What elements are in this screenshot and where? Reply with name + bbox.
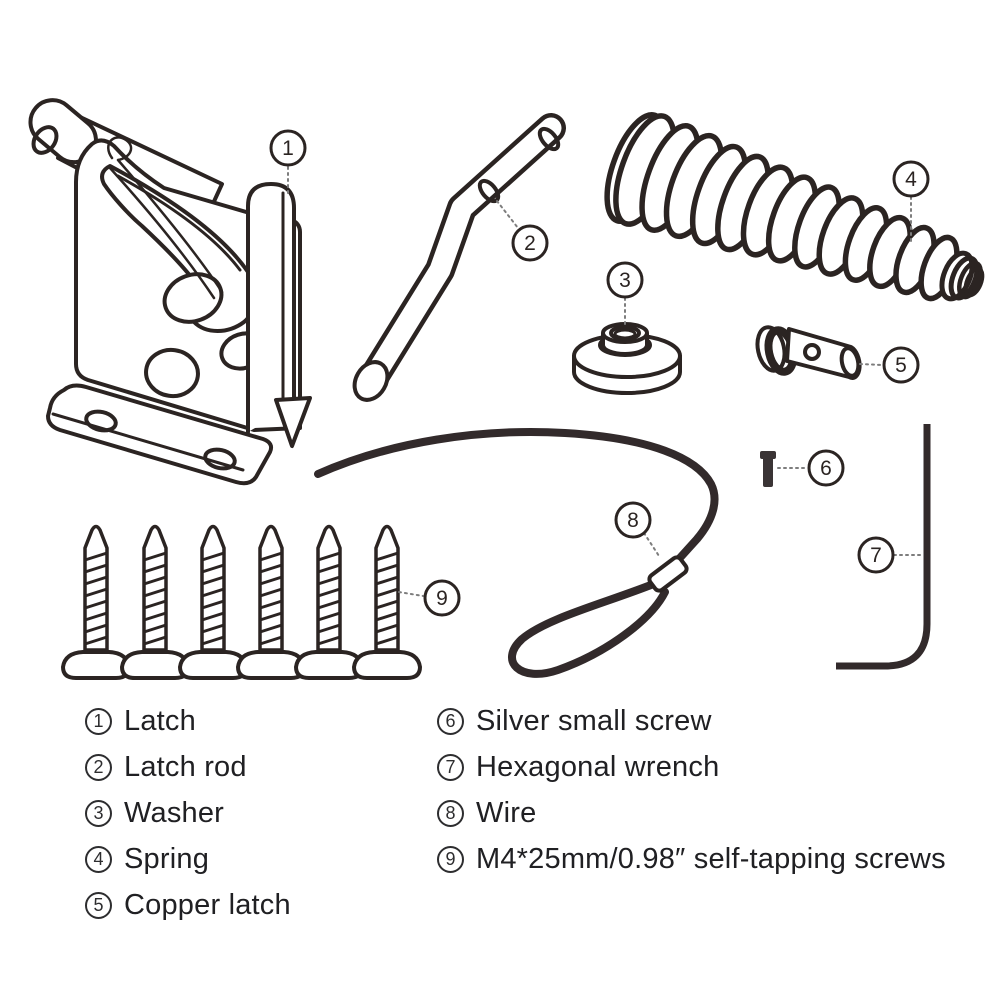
legend-label: M4*25mm/0.98″ self-tapping screws bbox=[476, 842, 946, 875]
legend-number-badge: 2 bbox=[85, 753, 112, 781]
legend-label: Latch bbox=[124, 704, 196, 737]
base-hole bbox=[84, 409, 118, 433]
latch-keeper-strap bbox=[246, 182, 296, 434]
washer-drawing bbox=[572, 322, 682, 395]
rod-hole bbox=[537, 126, 561, 152]
svg-text:4: 4 bbox=[905, 168, 917, 191]
legend-label: Hexagonal wrench bbox=[476, 750, 720, 783]
screw bbox=[178, 524, 248, 680]
svg-text:8: 8 bbox=[627, 509, 639, 532]
legend-label: Wire bbox=[476, 796, 537, 829]
latch-spring-wire bbox=[107, 136, 224, 300]
wire-ferrule bbox=[647, 555, 689, 593]
legend-number-badge: 4 bbox=[85, 845, 112, 873]
legend-label: Silver small screw bbox=[476, 704, 712, 737]
svg-text:3: 3 bbox=[619, 269, 631, 292]
svg-text:2: 2 bbox=[524, 232, 536, 255]
spring-drawing bbox=[604, 112, 985, 302]
callout-2: 2 bbox=[496, 200, 549, 262]
svg-text:1: 1 bbox=[282, 137, 294, 160]
callout-7: 7 bbox=[857, 536, 923, 574]
legend-label: Latch rod bbox=[124, 750, 247, 783]
svg-text:6: 6 bbox=[820, 457, 832, 480]
legend-number-badge: 5 bbox=[85, 891, 112, 919]
hex-wrench-drawing bbox=[836, 424, 931, 670]
legend-number-badge: 3 bbox=[85, 799, 112, 827]
legend-item-latch: 1 Latch bbox=[85, 698, 291, 744]
svg-text:5: 5 bbox=[895, 354, 907, 377]
legend-label: Copper latch bbox=[124, 888, 291, 921]
legend-item-silver-small-screw: 6 Silver small screw bbox=[437, 698, 946, 744]
callout-8: 8 bbox=[614, 501, 660, 557]
legend-number-badge: 8 bbox=[437, 799, 464, 827]
legend-label: Spring bbox=[124, 842, 210, 875]
callout-1: 1 bbox=[269, 129, 307, 198]
callout-4: 4 bbox=[892, 160, 930, 244]
screw bbox=[294, 524, 364, 680]
wire-drawing bbox=[314, 428, 719, 678]
rod-end-opening bbox=[352, 360, 390, 402]
pin-end-cap bbox=[839, 346, 861, 378]
legend-number-badge: 7 bbox=[437, 753, 464, 781]
legend-label: Washer bbox=[124, 796, 225, 829]
latch-tab-hole bbox=[31, 125, 59, 155]
latch-body-hole bbox=[144, 347, 200, 399]
legend-number-badge: 9 bbox=[437, 845, 464, 873]
parts-diagram: 1 2 3 bbox=[28, 98, 985, 680]
legend-left-column: 1 Latch 2 Latch rod 3 Washer 4 Spring 5 … bbox=[85, 698, 291, 928]
svg-text:9: 9 bbox=[436, 587, 448, 610]
legend-item-copper-latch: 5 Copper latch bbox=[85, 882, 291, 928]
callout-5: 5 bbox=[859, 346, 920, 384]
legend-item-washer: 3 Washer bbox=[85, 790, 291, 836]
legend-right-column: 6 Silver small screw 7 Hexagonal wrench … bbox=[437, 698, 946, 882]
callout-9: 9 bbox=[398, 579, 461, 617]
spring-tip-coils bbox=[939, 250, 985, 302]
callout-3: 3 bbox=[606, 261, 644, 327]
legend-item-self-tapping-screws: 9 M4*25mm/0.98″ self-tapping screws bbox=[437, 836, 946, 882]
wire-loop bbox=[508, 577, 669, 678]
legend-item-wire: 8 Wire bbox=[437, 790, 946, 836]
screw bbox=[61, 524, 131, 680]
base-hole bbox=[203, 447, 237, 471]
screws-drawing bbox=[61, 524, 422, 680]
legend-number-badge: 1 bbox=[85, 707, 112, 735]
copper-latch-drawing bbox=[755, 325, 862, 380]
screw bbox=[236, 524, 306, 680]
screw bbox=[352, 524, 422, 680]
small-screw-drawing bbox=[760, 451, 776, 487]
legend-number-badge: 6 bbox=[437, 707, 464, 735]
svg-text:7: 7 bbox=[870, 544, 882, 567]
latch-drawing bbox=[28, 98, 312, 486]
latch-base-plate bbox=[46, 383, 274, 486]
screw bbox=[120, 524, 190, 680]
latch-strap-tip bbox=[274, 396, 312, 448]
legend-item-hexagonal-wrench: 7 Hexagonal wrench bbox=[437, 744, 946, 790]
callout-6: 6 bbox=[777, 449, 845, 487]
legend-item-latch-rod: 2 Latch rod bbox=[85, 744, 291, 790]
legend-item-spring: 4 Spring bbox=[85, 836, 291, 882]
latch-rod-drawing bbox=[352, 113, 566, 402]
